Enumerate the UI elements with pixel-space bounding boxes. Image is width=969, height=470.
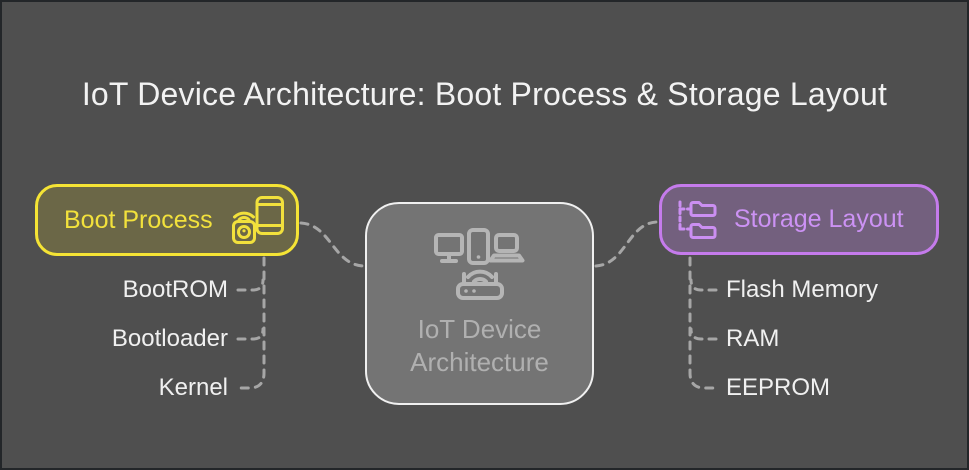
storage-layout-node[interactable]: Storage Layout bbox=[659, 184, 939, 255]
storage-branch-flash bbox=[689, 278, 718, 292]
boot-branch-bootloader bbox=[236, 327, 265, 341]
boot-item-kernel[interactable]: Kernel bbox=[158, 374, 228, 401]
boot-process-node[interactable]: Boot Process bbox=[35, 184, 299, 256]
center-label-line2: Architecture bbox=[410, 347, 549, 377]
folder-tree-icon bbox=[675, 200, 721, 240]
storage-layout-label: Storage Layout bbox=[734, 205, 904, 233]
center-label-line1: IoT Device bbox=[417, 314, 542, 344]
boot-item-bootloader[interactable]: Bootloader bbox=[111, 325, 228, 352]
connected-devices-router-icon bbox=[433, 228, 527, 300]
storage-branch-ram bbox=[689, 327, 718, 341]
connector-center-to-storage bbox=[594, 220, 659, 268]
boot-process-label: Boot Process bbox=[64, 205, 213, 234]
boot-branch-bootrom bbox=[236, 278, 265, 292]
connector-boot-to-center bbox=[299, 221, 365, 268]
boot-item-bootrom[interactable]: BootROM bbox=[122, 276, 228, 303]
storage-item-eeprom[interactable]: EEPROM bbox=[726, 374, 831, 401]
storage-item-ram[interactable]: RAM bbox=[726, 325, 780, 352]
boot-dropline bbox=[238, 256, 266, 390]
storage-item-flash-memory[interactable]: Flash Memory bbox=[726, 276, 879, 303]
iot-device-architecture-label: IoT Device Architecture bbox=[410, 313, 549, 379]
smart-device-wifi-icon bbox=[232, 196, 284, 244]
diagram-title: IoT Device Architecture: Boot Process & … bbox=[81, 76, 888, 112]
iot-device-architecture-node[interactable]: IoT Device Architecture bbox=[365, 202, 594, 405]
storage-dropline bbox=[688, 256, 716, 390]
